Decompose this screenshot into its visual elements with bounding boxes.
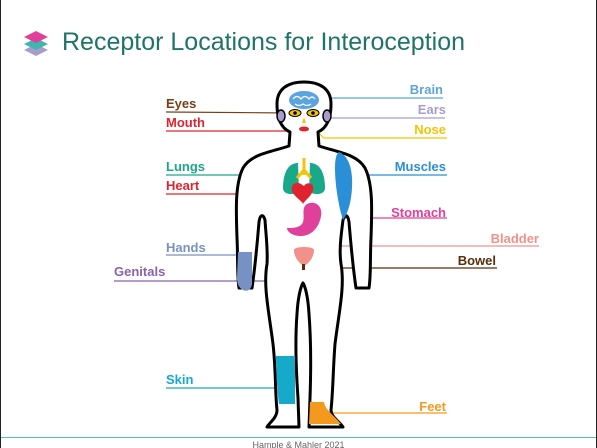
label-stomach: Stomach — [391, 205, 446, 220]
label-hands: Hands — [166, 240, 206, 255]
label-muscles: Muscles — [395, 159, 446, 174]
right-ear-shape — [323, 110, 331, 122]
label-bladder: Bladder — [491, 231, 539, 246]
label-bowel: Bowel — [458, 253, 496, 268]
label-brain: Brain — [410, 82, 443, 97]
brain-shape — [289, 91, 319, 109]
label-heart: Heart — [166, 178, 199, 193]
label-skin: Skin — [166, 372, 193, 387]
footer-divider — [1, 437, 596, 438]
left-ear-shape — [277, 110, 285, 122]
label-feet: Feet — [419, 399, 446, 414]
hand-shape — [237, 252, 252, 291]
label-nose: Nose — [414, 122, 446, 137]
skin-shape — [276, 356, 295, 404]
eyes-connector — [166, 112, 292, 113]
label-ears: Ears — [418, 102, 446, 117]
mouth-shape — [299, 127, 309, 132]
label-lungs: Lungs — [166, 159, 205, 174]
footer-credit: Hample & Mahler 2021 — [1, 440, 596, 448]
label-mouth: Mouth — [166, 115, 205, 130]
bowel-shape — [302, 264, 305, 270]
label-eyes: Eyes — [166, 96, 196, 111]
label-genitals: Genitals — [114, 264, 165, 279]
